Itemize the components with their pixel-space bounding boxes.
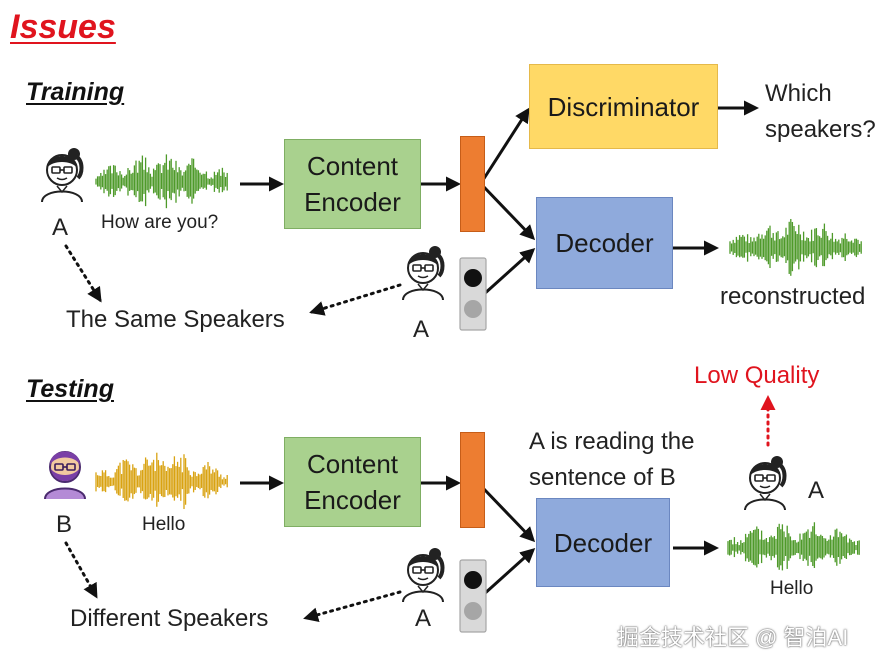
decoder-test-box: Decoder xyxy=(536,498,670,587)
speaker-input-label: A xyxy=(413,316,430,343)
utterance-test-label: Hello xyxy=(142,514,186,535)
waveform-input-test xyxy=(95,452,228,510)
selector-on-dot-test-icon xyxy=(464,571,482,589)
bottleneck-test-bar xyxy=(460,432,485,528)
utterance-label: How are you? xyxy=(101,212,219,233)
speaker-selector-test xyxy=(459,559,487,633)
speaker-a-input-avatar-test-icon xyxy=(401,546,445,604)
reconstructed-label: reconstructed xyxy=(720,283,866,310)
dotted-arrow-speaker-to-different xyxy=(303,590,402,623)
result-speaker-a-avatar-icon xyxy=(743,454,787,512)
speaker-a-label: A xyxy=(52,214,69,241)
waveform-output-train xyxy=(729,218,862,276)
output-utterance-label: Hello xyxy=(770,578,814,599)
selector-on-dot-icon xyxy=(464,269,482,287)
arrow-to-discriminator xyxy=(481,107,530,181)
waveform-input-train xyxy=(95,154,228,209)
bottleneck-bar xyxy=(460,136,485,232)
speaker-b-avatar-icon xyxy=(44,450,86,500)
testing-heading: Testing xyxy=(26,375,114,403)
decoder-box: Decoder xyxy=(536,197,673,289)
selector-off-dot-icon xyxy=(464,300,482,318)
arrow-speaker-to-decoder xyxy=(481,247,536,297)
speaker-a-avatar-icon xyxy=(40,146,84,204)
waveform-output-test xyxy=(727,522,860,571)
dotted-arrow-b-to-different xyxy=(64,541,98,599)
arrow-to-decoder-test xyxy=(481,486,536,543)
discriminator-box: Discriminator xyxy=(529,64,718,149)
dotted-arrow-a-to-same xyxy=(64,244,102,303)
dotted-arrow-speaker-to-same xyxy=(309,283,402,316)
different-speakers-label: Different Speakers xyxy=(70,605,269,632)
low-quality-label: Low Quality xyxy=(694,362,820,389)
same-speakers-label: The Same Speakers xyxy=(66,306,285,333)
selector-off-dot-test-icon xyxy=(464,602,482,620)
reading-note-label: A is reading the sentence of B xyxy=(529,428,695,491)
content-encoder-test-box: Content Encoder xyxy=(284,437,421,527)
which-speakers-label: Which speakers? xyxy=(765,80,876,143)
content-encoder-box: Content Encoder xyxy=(284,139,421,229)
speaker-input-test-label: A xyxy=(415,605,432,632)
speaker-selector-train xyxy=(459,257,487,331)
speaker-a-input-avatar-icon xyxy=(401,244,445,302)
watermark-text: 掘金技术社区 @ 智泊AI xyxy=(617,625,849,650)
page-title: Issues xyxy=(10,8,116,46)
speaker-b-label: B xyxy=(56,511,73,538)
arrow-speaker-to-decoder-test xyxy=(481,547,536,597)
training-heading: Training xyxy=(26,78,125,106)
arrow-to-decoder xyxy=(481,184,536,241)
result-speaker-label: A xyxy=(808,477,825,504)
